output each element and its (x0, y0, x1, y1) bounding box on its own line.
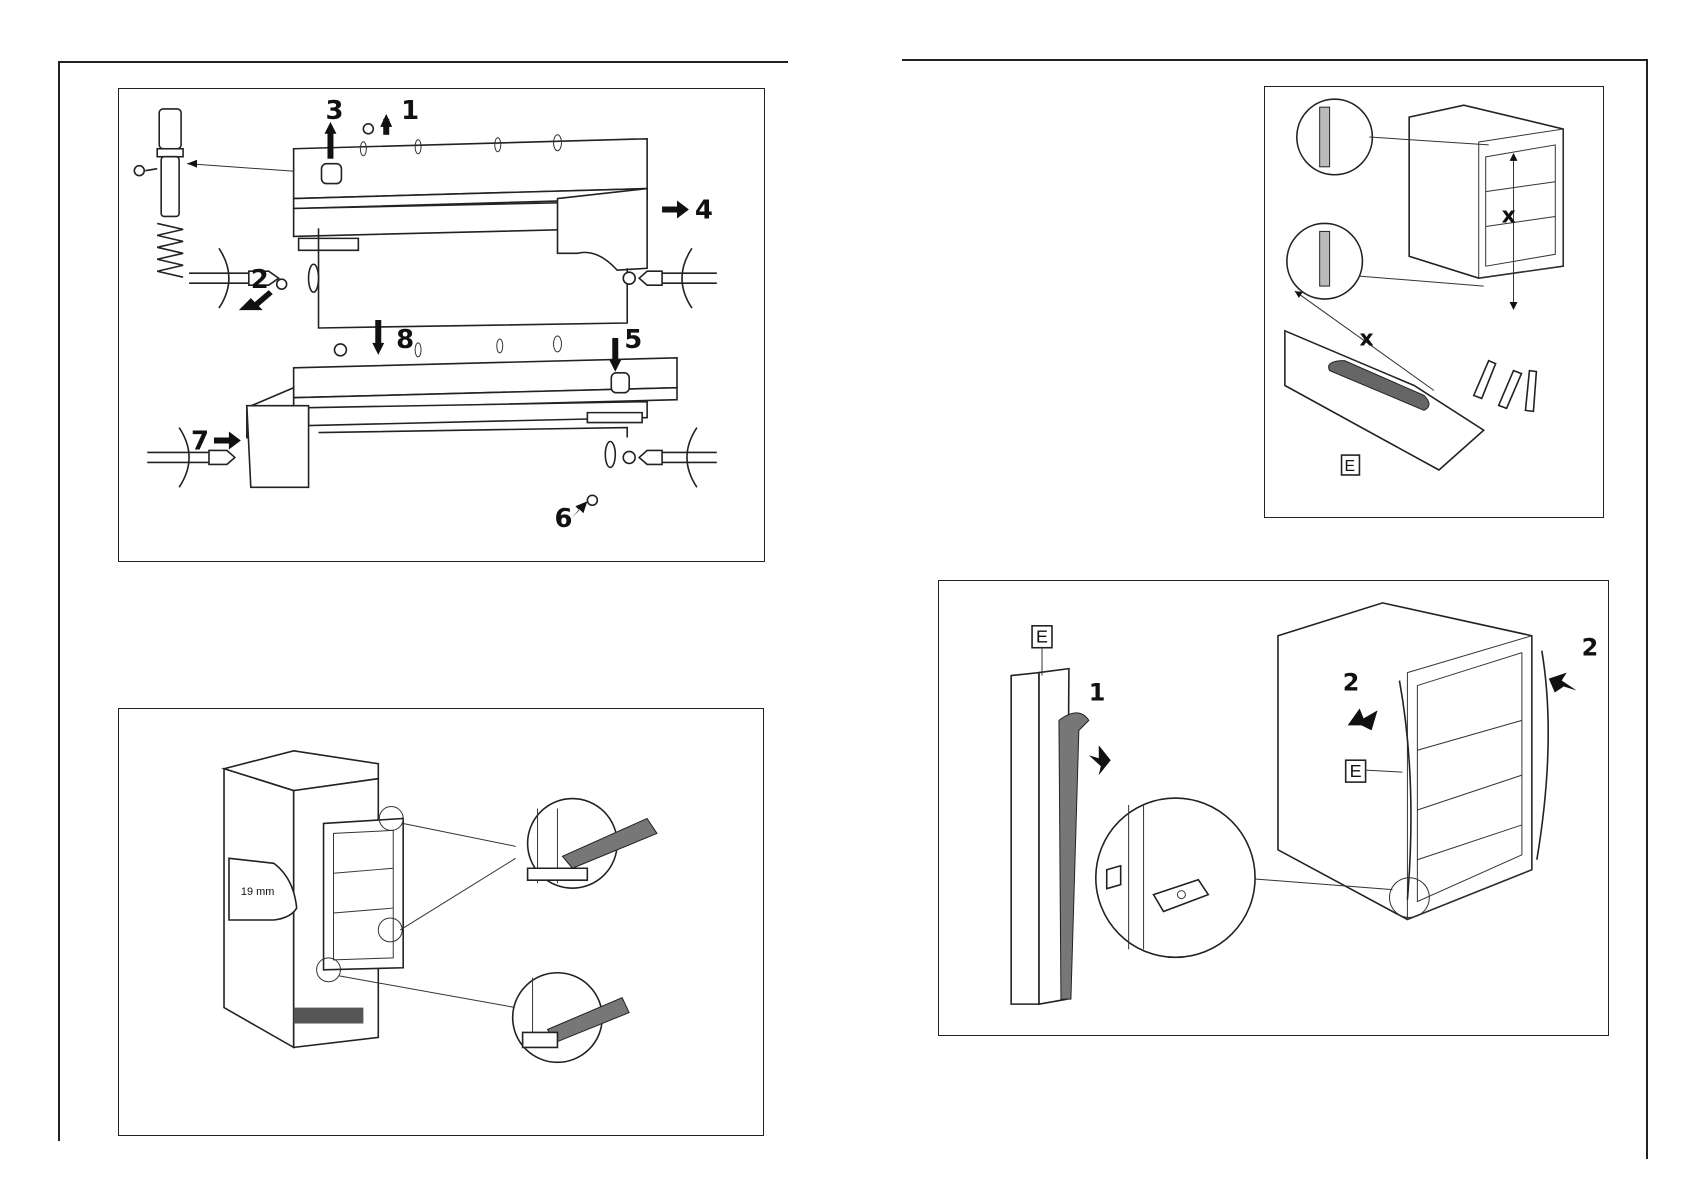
seal-label-side: E (1350, 761, 1362, 781)
left-page-top-rule (58, 61, 788, 63)
seal-fitting-drawing: E 1 2 2 E (939, 581, 1608, 1035)
upper-dimension-label: x (1502, 203, 1516, 228)
step-4-arrow (662, 201, 689, 219)
seal-strip-vertical (1011, 669, 1089, 1005)
cabinet-alignment-drawing: 19 mm (119, 709, 763, 1135)
step-7-label: 7 (191, 426, 209, 456)
step-8-arrow (372, 343, 384, 355)
step-2-right-label: 2 (1582, 634, 1599, 662)
step-7-arrow (214, 432, 241, 450)
step-6-label: 6 (555, 504, 573, 534)
folding-ruler-icon (1474, 361, 1537, 412)
step-2-left-label: 2 (1343, 669, 1360, 697)
detail-zoom-top (1297, 99, 1373, 175)
seal-measurement-diagram: x x E (1264, 86, 1604, 518)
step-1-label: 1 (1089, 678, 1106, 706)
step-3-label: 3 (325, 96, 343, 126)
open-cabinet-front (1409, 105, 1563, 278)
seal-label-top: E (1036, 627, 1048, 647)
left-page-side-rule (58, 61, 60, 1141)
seal-strip (1285, 291, 1484, 470)
detail-zoom-upper (528, 799, 657, 889)
seal-measurement-drawing: x x E (1265, 87, 1603, 517)
lower-dimension-label: x (1359, 327, 1373, 352)
step-8-label: 8 (396, 325, 414, 355)
screwdriver-right-bottom (623, 428, 717, 488)
seal-fitting-diagram: E 1 2 2 E (938, 580, 1609, 1036)
press-arrow-right (1549, 673, 1577, 693)
right-page-top-rule (902, 59, 1648, 61)
detail-zoom-lower (513, 973, 629, 1063)
detail-zoom-hinge (1096, 798, 1255, 957)
step-2-label: 2 (251, 265, 269, 295)
hinge-transfer-diagram: 3 1 4 2 8 5 7 6 (118, 88, 765, 562)
hinge-transfer-drawing: 3 1 4 2 8 5 7 6 (119, 89, 764, 561)
right-page-side-rule (1646, 59, 1648, 1159)
step-1-label: 1 (401, 96, 419, 126)
seal-part-label: E (1345, 458, 1356, 475)
step-4-label: 4 (695, 195, 713, 225)
peel-arrow (1089, 745, 1111, 775)
cabinet-alignment-diagram: 19 mm (118, 708, 764, 1136)
cabinet-with-seal (1278, 603, 1548, 920)
step-5-label: 5 (624, 325, 642, 355)
hinge-pin-icon (134, 109, 183, 277)
measurement-label: 19 mm (241, 886, 274, 898)
top-hinge-bracket (294, 135, 648, 328)
